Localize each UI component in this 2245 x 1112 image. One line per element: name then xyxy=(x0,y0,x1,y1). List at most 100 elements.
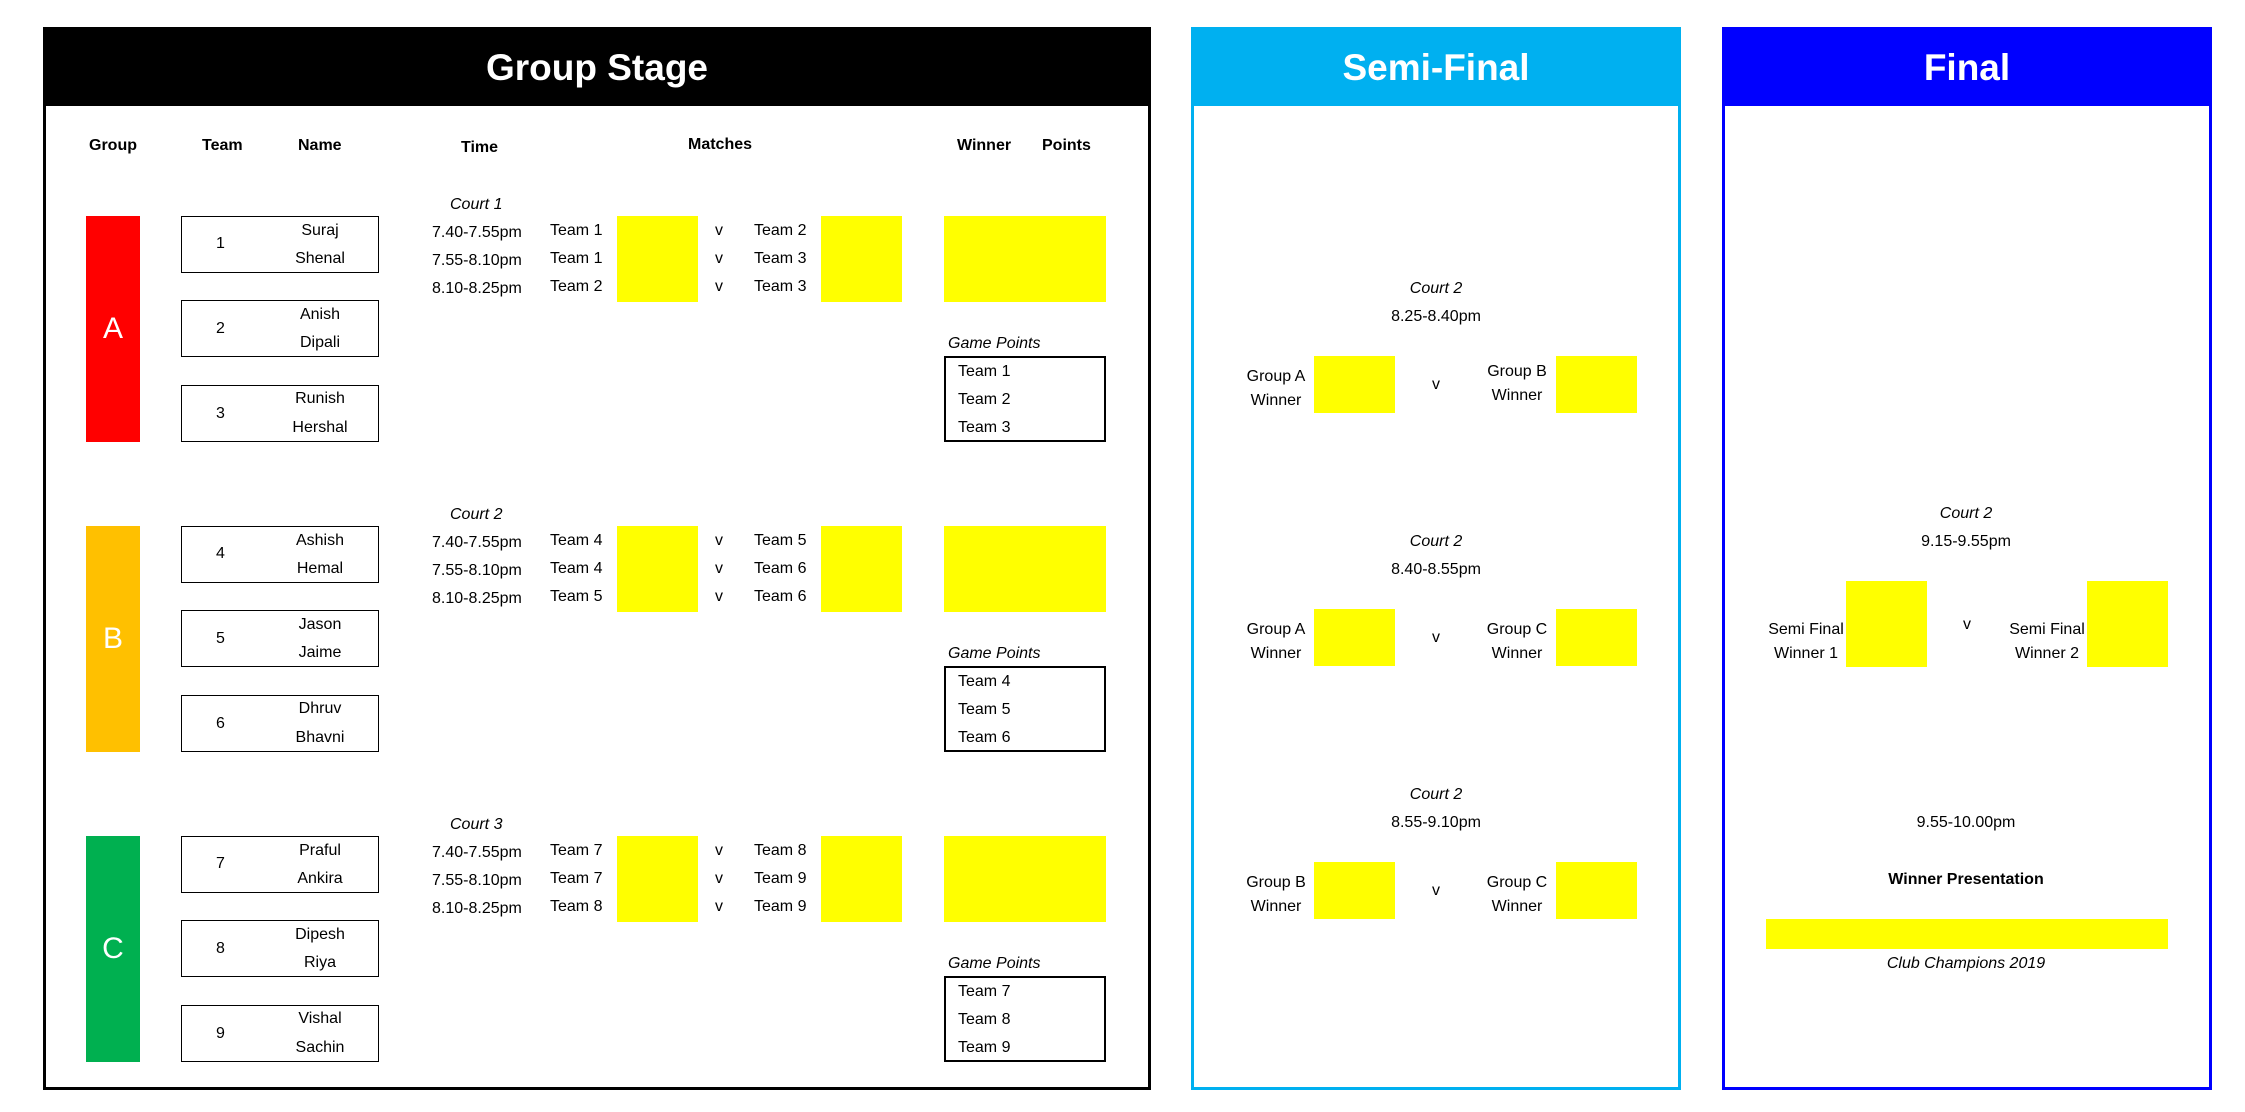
team-box-4 xyxy=(181,526,379,583)
group-c-bar: C xyxy=(86,836,140,1062)
group-a-home-score-cell[interactable] xyxy=(617,216,698,302)
final-vs: v xyxy=(1963,616,1971,633)
group-a-match-3-away: Team 3 xyxy=(754,278,807,295)
semi-2-left-line2: Winner xyxy=(1250,645,1302,662)
group-b-game-points-box[interactable] xyxy=(944,666,1106,752)
team-number-8: 8 xyxy=(216,940,225,957)
team-name-4b: Hemal xyxy=(296,560,344,577)
group-a-match-1-away: Team 2 xyxy=(754,222,807,239)
group-c-court: Court 3 xyxy=(450,816,503,833)
team-name-9b: Sachin xyxy=(295,1039,345,1056)
team-number-9: 9 xyxy=(216,1025,225,1042)
header-name: Name xyxy=(298,137,342,154)
group-c-winner-cell[interactable] xyxy=(944,836,1106,922)
final-right-score-cell[interactable] xyxy=(2087,581,2168,667)
semi-2-court: Court 2 xyxy=(1409,533,1463,550)
semi-3-left-score-cell[interactable] xyxy=(1314,862,1395,919)
group-b-match-2-home: Team 4 xyxy=(550,560,603,577)
semi-2-right-line1: Group C xyxy=(1486,621,1548,638)
group-c-match-2-home: Team 7 xyxy=(550,870,603,887)
final-left-line1: Semi Final xyxy=(1768,621,1844,638)
group-a-court: Court 1 xyxy=(450,196,503,213)
header-team: Team xyxy=(202,137,243,154)
team-name-8b: Riya xyxy=(303,954,336,971)
group-b-match-1-home: Team 4 xyxy=(550,532,603,549)
champion-name-cell[interactable] xyxy=(1766,919,2168,949)
group-a-match-2-home: Team 1 xyxy=(550,250,603,267)
group-c-match-1-time: 7.40-7.55pm xyxy=(432,844,522,861)
header-matches: Matches xyxy=(688,136,753,153)
final-left-score-cell[interactable] xyxy=(1846,581,1927,667)
group-c-game-points-label: Game Points xyxy=(948,955,1041,972)
group-a-match-1-time: 7.40-7.55pm xyxy=(432,224,522,241)
team-box-7 xyxy=(181,836,379,893)
semi-3-right-score-cell[interactable] xyxy=(1556,862,1637,919)
semi-1-left-line1: Group A xyxy=(1246,368,1306,385)
group-c-match-1-vs: v xyxy=(715,842,723,859)
group-c-match-1-home: Team 7 xyxy=(550,842,603,859)
team-name-9a: Vishal xyxy=(298,1010,342,1027)
semi-1-left-score-cell[interactable] xyxy=(1314,356,1395,413)
final-title: Final xyxy=(1923,47,2011,88)
club-champions-caption: Club Champions 2019 xyxy=(1886,955,2046,972)
final-right-line2: Winner 2 xyxy=(2014,645,2080,662)
team-name-1a: Suraj xyxy=(301,222,339,239)
team-box-5 xyxy=(181,610,379,667)
semi-2-time: 8.40-8.55pm xyxy=(1391,561,1481,578)
team-box-6 xyxy=(181,695,379,752)
group-c-gp-team-2: Team 8 xyxy=(958,1011,1011,1028)
group-a-game-points-box[interactable] xyxy=(944,356,1106,442)
team-name-7a: Praful xyxy=(299,842,341,859)
group-c-match-1-away: Team 8 xyxy=(754,842,807,859)
team-number-2: 2 xyxy=(216,320,225,337)
group-b-letter: B xyxy=(102,622,123,655)
group-b-match-3-home: Team 5 xyxy=(550,588,603,605)
team-box-8 xyxy=(181,920,379,977)
semi-2-left-score-cell[interactable] xyxy=(1314,609,1395,666)
final-court: Court 2 xyxy=(1939,505,1993,522)
team-box-2 xyxy=(181,300,379,357)
group-b-gp-team-3: Team 6 xyxy=(958,729,1011,746)
group-b-court: Court 2 xyxy=(450,506,503,523)
team-number-6: 6 xyxy=(216,715,225,732)
group-a-gp-team-2: Team 2 xyxy=(958,391,1011,408)
group-c-game-points-box[interactable] xyxy=(944,976,1106,1062)
group-b-match-1-away: Team 5 xyxy=(754,532,807,549)
group-a-gp-team-1: Team 1 xyxy=(958,363,1011,380)
header-points: Points xyxy=(1042,137,1091,154)
team-name-1b: Shenal xyxy=(295,250,345,267)
group-c-away-score-cell[interactable] xyxy=(821,836,902,922)
semi-2-right-line2: Winner xyxy=(1491,645,1543,662)
semi-3-right-line2: Winner xyxy=(1491,898,1543,915)
group-b-winner-cell[interactable] xyxy=(944,526,1106,612)
group-stage-panel: Group Stage xyxy=(43,27,1151,1090)
header-winner: Winner xyxy=(957,137,1012,154)
semi-1-left-line2: Winner xyxy=(1250,392,1302,409)
group-a-away-score-cell[interactable] xyxy=(821,216,902,302)
group-a-match-2-away: Team 3 xyxy=(754,250,807,267)
group-c-match-3-away: Team 9 xyxy=(754,898,807,915)
group-a-winner-cell[interactable] xyxy=(944,216,1106,302)
group-b-match-3-away: Team 6 xyxy=(754,588,807,605)
group-b-gp-team-1: Team 4 xyxy=(958,673,1011,690)
group-b-match-3-vs: v xyxy=(715,588,723,605)
semi-3-left-line1: Group B xyxy=(1246,874,1306,891)
group-a-match-2-vs: v xyxy=(715,250,723,267)
semi-1-right-score-cell[interactable] xyxy=(1556,356,1637,413)
semi-1-right-line1: Group B xyxy=(1487,363,1547,380)
semi-3-vs: v xyxy=(1432,882,1440,899)
group-b-match-2-vs: v xyxy=(715,560,723,577)
semi-2-right-score-cell[interactable] xyxy=(1556,609,1637,666)
final-header: Final xyxy=(1725,30,2209,106)
group-b-away-score-cell[interactable] xyxy=(821,526,902,612)
semi-2-vs: v xyxy=(1432,629,1440,646)
group-c-home-score-cell[interactable] xyxy=(617,836,698,922)
group-a-gp-team-3: Team 3 xyxy=(958,419,1011,436)
group-b-home-score-cell[interactable] xyxy=(617,526,698,612)
team-box-1 xyxy=(181,216,379,273)
team-name-3b: Hershal xyxy=(292,419,348,436)
group-a-match-1-home: Team 1 xyxy=(550,222,603,239)
group-a-match-3-home: Team 2 xyxy=(550,278,603,295)
group-c-match-2-vs: v xyxy=(715,870,723,887)
group-a-bar: A xyxy=(86,216,140,442)
